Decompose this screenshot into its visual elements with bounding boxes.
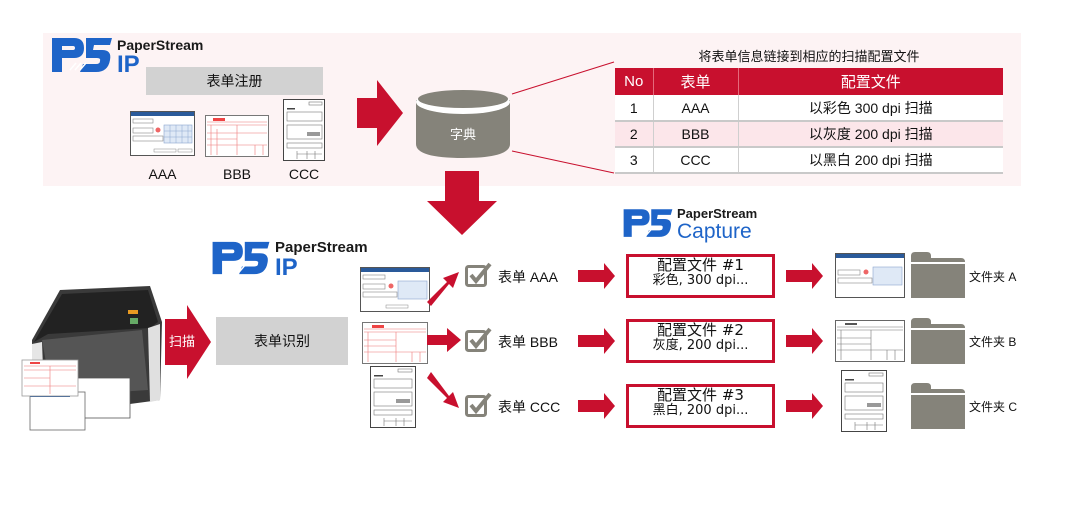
checkbox-checked-icon bbox=[465, 262, 492, 287]
table-row: 1 AAA 以彩色 300 dpi 扫描 bbox=[615, 95, 1003, 122]
column-header-no: No bbox=[615, 68, 654, 95]
checkbox-checked-icon bbox=[465, 392, 492, 417]
mapping-table-title: 将表单信息链接到相应的扫描配置文件 bbox=[698, 50, 920, 65]
form-recognition-label: 表单识别 bbox=[254, 334, 310, 350]
arrow-up-right-icon bbox=[427, 272, 459, 306]
folder-label: 文件夹 B bbox=[969, 335, 1017, 349]
scan-label: 扫描 bbox=[169, 335, 196, 350]
recognized-form-ccc bbox=[370, 366, 416, 428]
recognized-form-aaa bbox=[360, 267, 430, 312]
folder-icon bbox=[911, 318, 965, 364]
paperstream-logo-icon bbox=[623, 209, 673, 237]
arrow-down-icon bbox=[427, 171, 497, 235]
table-header-row: No 表单 配置文件 bbox=[615, 68, 1003, 95]
routing-arrows bbox=[427, 272, 461, 408]
profile-title: 配置文件 #2 bbox=[657, 321, 744, 339]
paperstream-logo-icon bbox=[212, 241, 270, 275]
recognized-form-label: 表单 CCC bbox=[498, 399, 561, 415]
arrow-right-icon bbox=[578, 328, 615, 354]
profile-detail: 彩色, 300 dpi... bbox=[652, 273, 749, 289]
document-scanner-image bbox=[21, 286, 162, 431]
form-registration-label: 表单注册 bbox=[206, 74, 263, 90]
arrow-right-icon bbox=[578, 263, 615, 289]
scan-profile-box: 配置文件 #1 彩色, 300 dpi... bbox=[626, 254, 775, 298]
form-label-bbb: BBB bbox=[222, 166, 251, 182]
folder-label: 文件夹 A bbox=[969, 270, 1017, 284]
form-thumbnail-ccc bbox=[283, 99, 325, 161]
dictionary-connector-lines bbox=[511, 61, 615, 174]
logo-brand-text: PaperStream bbox=[117, 37, 204, 53]
form-thumbnail-aaa bbox=[130, 111, 195, 156]
cell-form: CCC bbox=[653, 147, 739, 174]
arrow-right-icon bbox=[578, 393, 615, 419]
paperstream-ip-logo: PaperStream IP bbox=[50, 36, 203, 77]
table-row: 3 CCC 以黑白 200 dpi 扫描 bbox=[615, 147, 1003, 174]
profile-title: 配置文件 #3 bbox=[657, 386, 744, 404]
logo-brand-text: PaperStream bbox=[677, 206, 758, 221]
logo-product-text: IP bbox=[275, 254, 298, 281]
cell-form: AAA bbox=[653, 95, 739, 122]
column-header-form: 表单 bbox=[653, 68, 739, 95]
arrow-right-icon bbox=[786, 393, 823, 419]
arrow-right-icon bbox=[427, 328, 461, 352]
recognized-form-bbb bbox=[362, 322, 428, 364]
cell-profile: 以彩色 300 dpi 扫描 bbox=[738, 95, 1003, 122]
paperstream-ip-logo-bottom: PaperStream IP bbox=[210, 240, 368, 280]
arrow-down-right-icon bbox=[427, 372, 459, 408]
cell-no: 3 bbox=[615, 147, 654, 174]
paperstream-logo-icon bbox=[52, 38, 112, 72]
dictionary-label: 字典 bbox=[449, 128, 476, 143]
profile-mapping-table: No 表单 配置文件 1 AAA 以彩色 300 dpi 扫描 2 BBB 以灰… bbox=[615, 68, 1003, 174]
form-label-ccc: CCC bbox=[288, 166, 320, 182]
arrow-right-icon bbox=[357, 80, 403, 146]
table-row: 2 BBB 以灰度 200 dpi 扫描 bbox=[615, 121, 1003, 148]
dictionary-database-icon bbox=[416, 90, 510, 158]
profile-detail: 灰度, 200 dpi... bbox=[652, 338, 749, 354]
scan-arrow-icon bbox=[165, 305, 211, 379]
checkbox-checked-icon bbox=[465, 327, 492, 352]
folder-icon bbox=[911, 383, 965, 429]
cell-profile: 以黑白 200 dpi 扫描 bbox=[738, 147, 1003, 174]
cell-no: 2 bbox=[615, 121, 654, 148]
cell-profile: 以灰度 200 dpi 扫描 bbox=[738, 121, 1003, 148]
form-label-aaa: AAA bbox=[148, 166, 177, 182]
recognized-form-label: 表单 BBB bbox=[498, 334, 558, 350]
form-registration-box: 表单注册 bbox=[146, 67, 323, 95]
output-form-ccc bbox=[841, 370, 887, 432]
folder-icon bbox=[911, 252, 965, 298]
scan-profile-box: 配置文件 #2 灰度, 200 dpi... bbox=[626, 319, 775, 363]
cell-no: 1 bbox=[615, 95, 654, 122]
logo-brand-text: PaperStream bbox=[275, 239, 368, 256]
profile-detail: 黑白, 200 dpi... bbox=[652, 403, 749, 419]
logo-product-text: IP bbox=[117, 51, 140, 78]
logo-product-text: Capture bbox=[677, 220, 752, 243]
folder-label: 文件夹 C bbox=[969, 400, 1018, 414]
recognized-form-label: 表单 AAA bbox=[498, 269, 558, 285]
scan-profile-box: 配置文件 #3 黑白, 200 dpi... bbox=[626, 384, 775, 428]
profile-title: 配置文件 #1 bbox=[657, 256, 744, 274]
form-thumbnail-bbb bbox=[205, 115, 269, 157]
arrow-right-icon bbox=[786, 328, 823, 354]
output-form-aaa bbox=[835, 253, 905, 298]
cell-form: BBB bbox=[653, 121, 739, 148]
form-recognition-box: 表单识别 bbox=[216, 317, 348, 365]
arrow-right-icon bbox=[786, 263, 823, 289]
column-header-profile: 配置文件 bbox=[738, 68, 1003, 95]
output-form-bbb bbox=[835, 320, 905, 362]
paperstream-capture-logo: PaperStream Capture bbox=[622, 207, 757, 242]
